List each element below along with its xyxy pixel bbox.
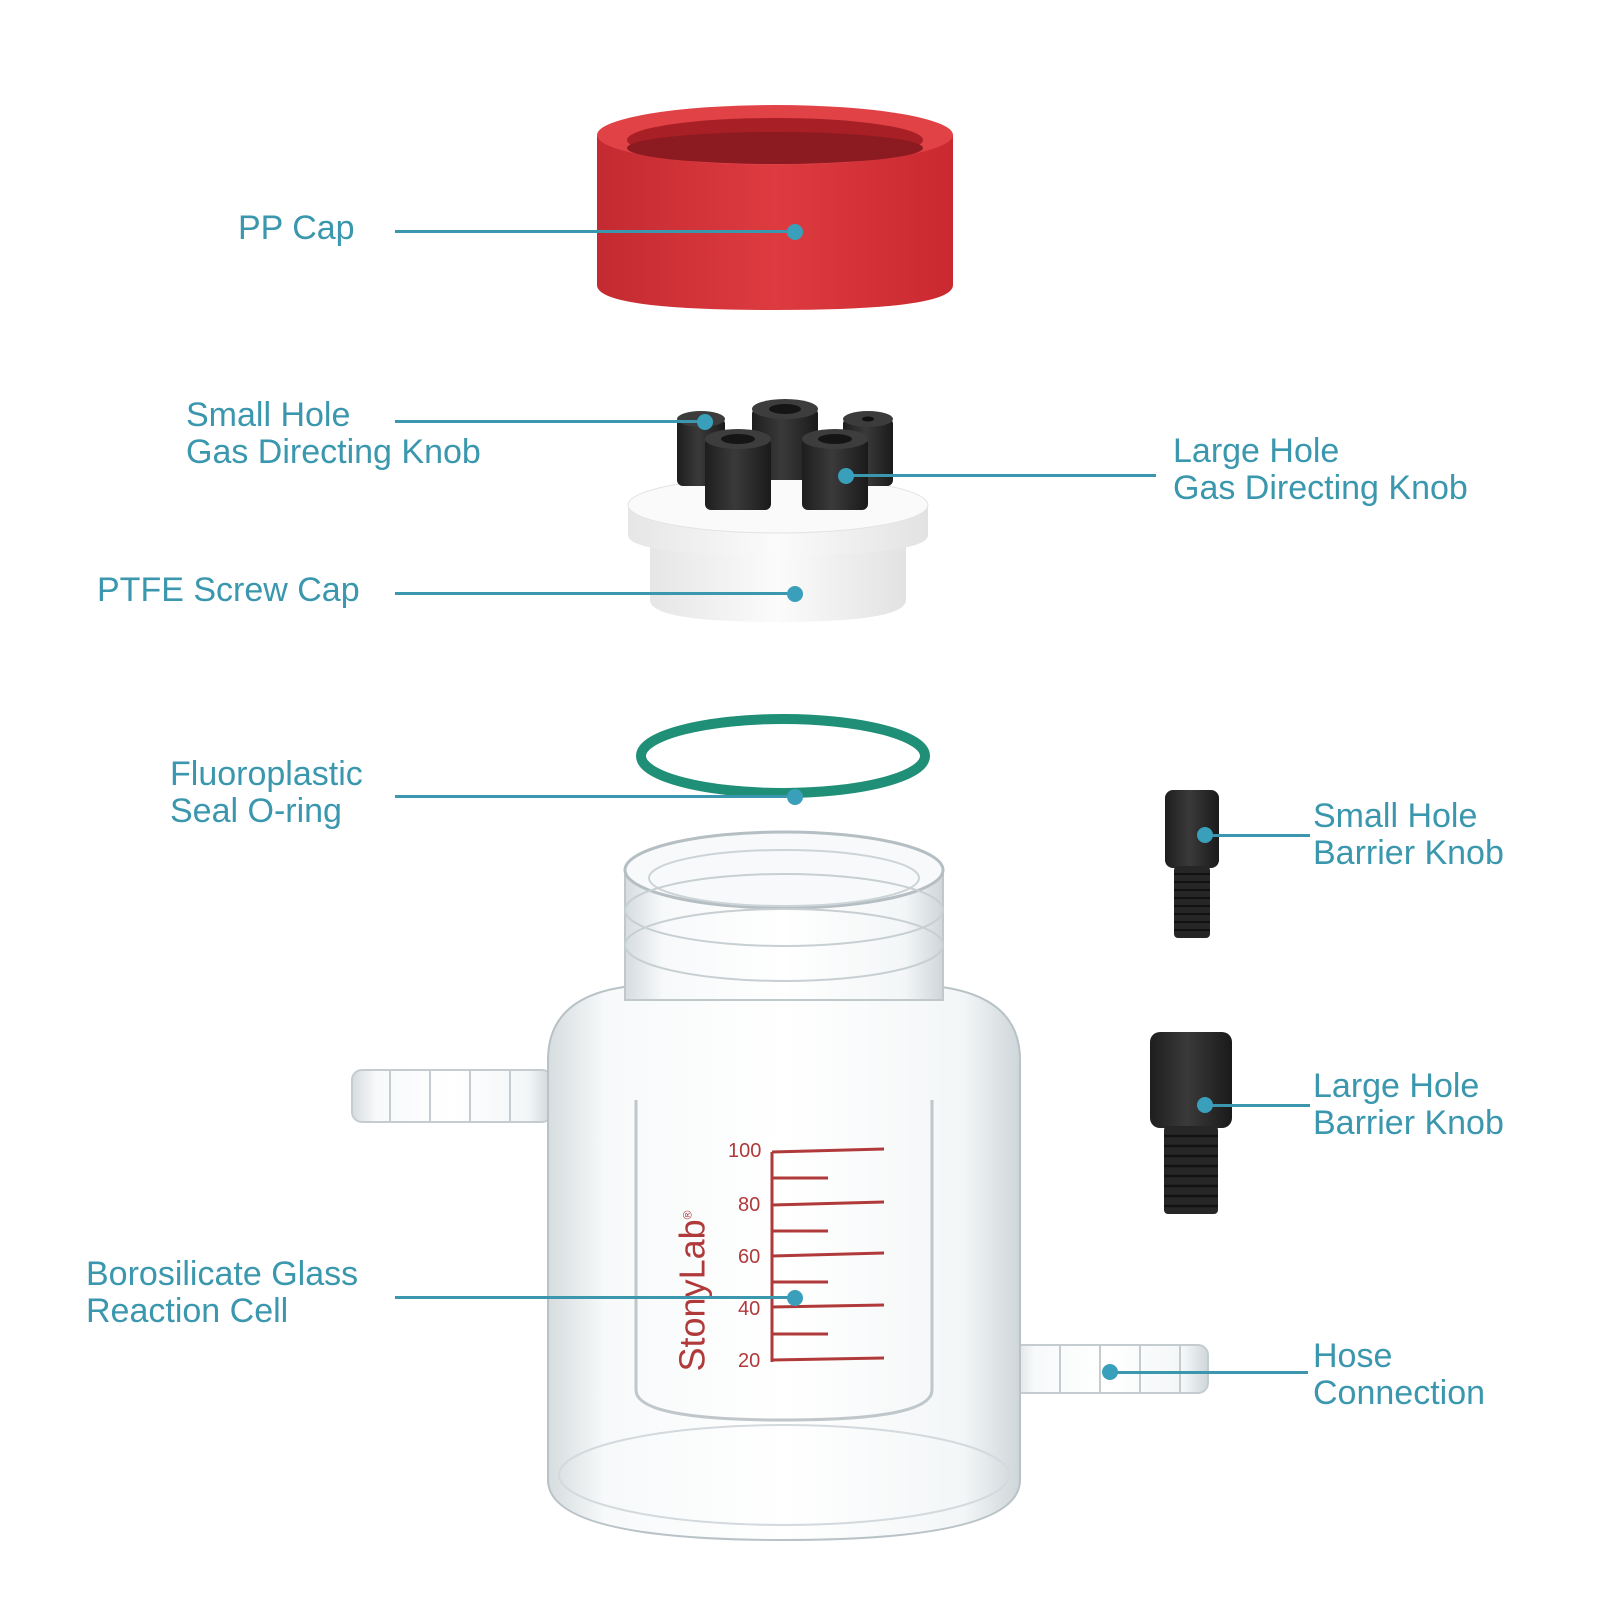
pointer-dot-large-hole-gas-directing-knob xyxy=(838,468,854,484)
brand-logo: StonyLab® xyxy=(671,1211,713,1372)
graduation-label-60: 60 xyxy=(738,1246,761,1268)
leader-line-large-hole-gas-directing-knob xyxy=(846,474,1156,477)
pp-cap-part xyxy=(597,105,953,310)
gas-directing-knobs-part xyxy=(677,399,893,510)
brand-registered-mark: ® xyxy=(680,1210,695,1220)
pointer-dot-fluoroplastic-seal-o-ring xyxy=(787,789,803,805)
leader-line-ptfe-screw-cap xyxy=(395,592,795,595)
pointer-dot-ptfe-screw-cap xyxy=(787,586,803,602)
callout-hose-connection: Hose Connection xyxy=(1313,1337,1486,1412)
small-barrier-knob-part xyxy=(1165,790,1219,938)
leader-line-small-hole-gas-directing-knob xyxy=(395,420,705,423)
pointer-dot-small-hole-barrier-knob xyxy=(1197,827,1213,843)
callout-small-hole-barrier-knob: Small Hole Barrier Knob xyxy=(1313,797,1504,872)
callout-large-hole-gas-directing-knob: Large Hole Gas Directing Knob xyxy=(1173,432,1468,507)
ptfe-screw-cap-part xyxy=(627,476,929,622)
graduation-label-80: 80 xyxy=(738,1194,761,1216)
pointer-dot-pp-cap xyxy=(787,224,803,240)
graduation-label-40: 40 xyxy=(738,1298,761,1320)
callout-pp-cap: PP Cap xyxy=(238,209,355,247)
large-barrier-knob-part xyxy=(1150,1032,1232,1214)
pointer-dot-large-hole-barrier-knob xyxy=(1197,1097,1213,1113)
leader-line-pp-cap xyxy=(395,230,795,233)
graduation-label-100: 100 xyxy=(728,1140,762,1162)
leader-line-small-hole-barrier-knob xyxy=(1205,834,1310,837)
callout-fluoroplastic-seal-o-ring: Fluoroplastic Seal O-ring xyxy=(170,755,363,830)
graduation-scale xyxy=(770,1147,885,1362)
glass-reaction-cell-part xyxy=(351,830,1209,1542)
callout-small-hole-gas-directing-knob: Small Hole Gas Directing Knob xyxy=(186,396,481,471)
pointer-dot-hose-connection xyxy=(1102,1364,1118,1380)
o-ring-part xyxy=(636,714,930,798)
leader-line-hose-connection xyxy=(1110,1371,1308,1374)
graduation-label-20: 20 xyxy=(738,1350,761,1372)
callout-large-hole-barrier-knob: Large Hole Barrier Knob xyxy=(1313,1067,1504,1142)
leader-line-fluoroplastic-seal-o-ring xyxy=(395,795,795,798)
callout-borosilicate-glass-reaction-cell: Borosilicate Glass Reaction Cell xyxy=(86,1255,359,1330)
pointer-dot-small-hole-gas-directing-knob xyxy=(697,414,713,430)
pointer-dot-borosilicate-glass-reaction-cell xyxy=(787,1290,803,1306)
leader-line-borosilicate-glass-reaction-cell xyxy=(395,1296,795,1299)
leader-line-large-hole-barrier-knob xyxy=(1205,1104,1310,1107)
callout-ptfe-screw-cap: PTFE Screw Cap xyxy=(97,571,360,609)
